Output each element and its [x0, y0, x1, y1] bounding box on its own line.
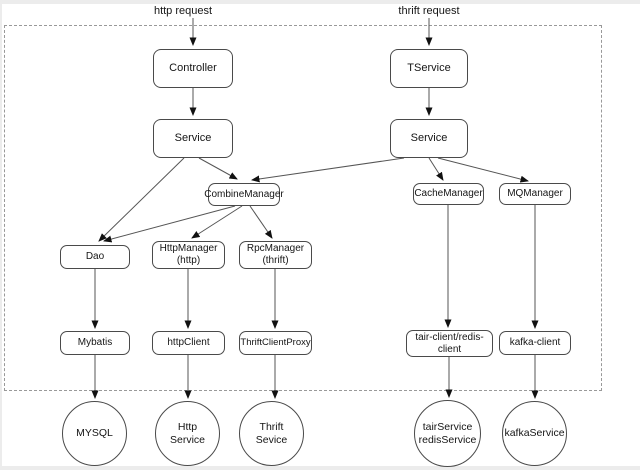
node-thrift-client-proxy: ThriftClientProxy [239, 331, 312, 355]
circle-http-service: Http Service [155, 401, 220, 466]
edge-service-http-combinemanager [198, 157, 238, 180]
node-http-client: httpClient [152, 331, 225, 355]
edge-combinemanager-httpmanager [191, 205, 243, 239]
node-service-http: Service [153, 119, 233, 158]
circle-tair-redis-service: tairService redisService [414, 400, 481, 467]
edge-combinemanager-dao [103, 205, 236, 243]
edge-service-thrift-cachemanager [428, 157, 444, 181]
page-edge-left [0, 0, 2, 470]
node-tservice: TService [390, 49, 468, 88]
node-controller: Controller [153, 49, 233, 88]
circle-kafka-service: kafkaService [502, 401, 567, 466]
node-mq-manager: MQManager [499, 183, 571, 205]
node-dao: Dao [60, 245, 130, 269]
page-edge-bottom [0, 466, 640, 470]
node-service-thrift: Service [390, 119, 468, 158]
thrift-request-label: thrift request [398, 5, 460, 17]
node-kafka-client: kafka-client [499, 331, 571, 355]
edge-service-thrift-combinemanager [251, 157, 405, 183]
circle-mysql: MYSQL [62, 401, 127, 466]
circle-thrift-service: Thrift Sevice [239, 401, 304, 466]
node-combine-manager: CombineManager [204, 183, 284, 206]
node-http-manager: HttpManager (http) [152, 241, 225, 269]
system-boundary-dashed-box [4, 25, 602, 391]
edge-service-http-dao [98, 157, 185, 242]
page-edge-top [0, 0, 640, 4]
node-mybatis: Mybatis [60, 331, 130, 355]
node-tair-redis-client: tair-client/redis- client [406, 330, 493, 357]
node-rpc-manager: RpcManager (thrift) [239, 241, 312, 269]
node-cache-manager: CacheManager [413, 183, 484, 205]
edge-service-thrift-mqmanager [437, 157, 529, 183]
http-request-label: http request [153, 5, 213, 17]
edge-combinemanager-rpcmanager [249, 205, 273, 239]
